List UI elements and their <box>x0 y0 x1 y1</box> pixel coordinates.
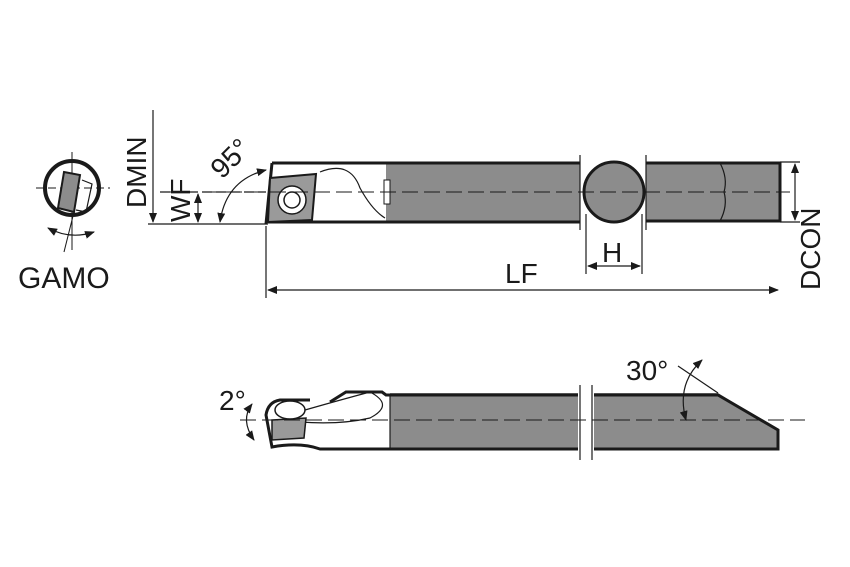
gamo-label: GAMO <box>18 262 110 295</box>
h-label: H <box>602 237 622 268</box>
angle-2-label: 2° <box>219 385 246 416</box>
top-view-bar <box>160 155 790 230</box>
wf-label: WF <box>165 178 196 222</box>
dmin-label: DMIN <box>121 136 152 208</box>
end-view <box>36 152 110 253</box>
top-view-dimensions <box>148 110 800 298</box>
dcon-label: DCON <box>795 208 826 290</box>
angle-30-label: 30° <box>626 355 668 386</box>
side-view-bar <box>240 359 805 460</box>
lf-label: LF <box>505 258 538 289</box>
